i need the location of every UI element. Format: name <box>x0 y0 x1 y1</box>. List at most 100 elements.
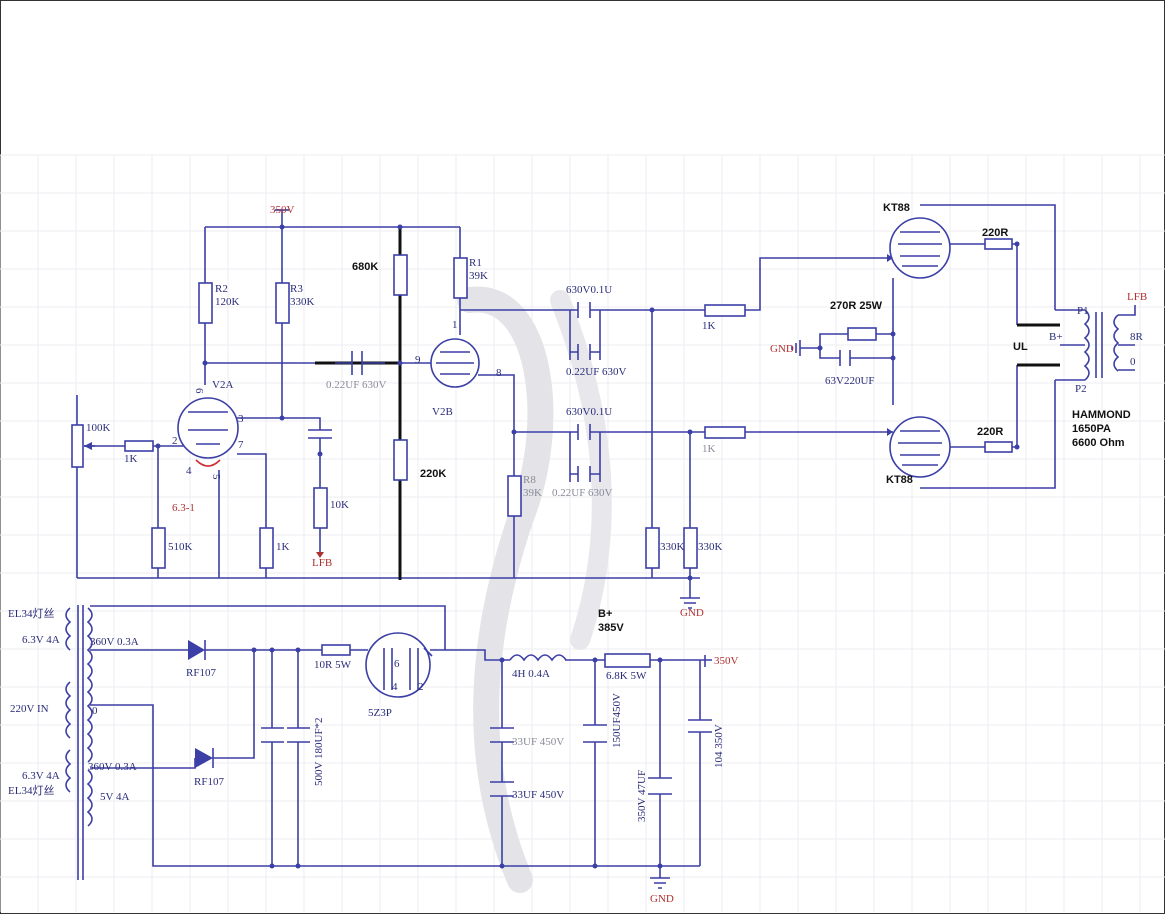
diode-rf107-top <box>188 640 205 660</box>
label-r1: R1 <box>469 257 482 269</box>
label-220r-bottom: 220R <box>977 426 1003 438</box>
label-pt-63v-2: 6.3V 4A <box>22 770 60 782</box>
resistor-220r-bottom <box>984 441 1013 453</box>
label-pin6: 6 <box>193 388 205 394</box>
label-p2: P2 <box>1075 383 1087 395</box>
resistor-grid-1k-bottom <box>704 426 746 439</box>
capacitor-630v-01u-bottom <box>570 424 600 440</box>
label-pin7: 7 <box>238 439 244 451</box>
resistor-r3 <box>275 282 290 324</box>
label-10r: 10R 5W <box>314 659 352 671</box>
label-grid-1k-top: 1K <box>702 320 716 332</box>
resistor-10r <box>321 644 351 656</box>
label-6-8k: 6.8K 5W <box>606 670 647 682</box>
label-330k-a: 330K <box>660 541 685 553</box>
label-pt-el34-1: EL34灯丝 <box>8 607 54 620</box>
label-33uf-a: 33UF 450V <box>512 736 564 748</box>
capacitor-bias <box>839 350 860 366</box>
label-r2: R2 <box>215 283 228 295</box>
label-0-ohm: 0 <box>1130 356 1136 368</box>
label-pot-100k: 100K <box>86 422 111 434</box>
label-pt-360v-2: 360V 0.3A <box>88 761 137 773</box>
capacitor-33uf-a <box>490 727 514 743</box>
label-385v: 385V <box>598 622 624 634</box>
capacitor-33uf-b <box>490 781 514 797</box>
junctions <box>155 209 1020 609</box>
label-kt88-top: KT88 <box>883 202 910 214</box>
label-rect-pin6: 6 <box>394 658 400 670</box>
label-hammond-model: 1650PA <box>1072 423 1111 435</box>
label-hammond: HAMMOND <box>1072 409 1131 421</box>
label-r1-value: 39K <box>469 270 488 282</box>
capacitor-022uf-bottom <box>570 466 600 482</box>
capacitor-180uf-a <box>261 727 284 743</box>
label-v2a: V2A <box>212 379 233 391</box>
resistor-680k <box>393 254 408 296</box>
rectifier-5z3p <box>365 632 431 698</box>
label-8r: 8R <box>1130 331 1144 343</box>
label-pt-5v: 5V 4A <box>100 791 129 803</box>
labels: 350V R2 120K R3 330K 680K R1 39K V2A 6 3… <box>8 202 1147 905</box>
label-pin2: 2 <box>172 435 178 447</box>
label-coupling-cap: 0.22UF 630V <box>326 379 387 391</box>
label-150uf: 150UF450V <box>611 693 623 748</box>
label-diode-1: RF107 <box>186 667 216 679</box>
label-grid-1k-bottom: 1K <box>702 443 716 455</box>
label-47uf: 350V 47UF <box>636 770 648 822</box>
label-r8: R8 <box>523 474 536 486</box>
label-kt88-bottom: KT88 <box>886 474 913 486</box>
tubes <box>177 217 951 478</box>
label-220k: 220K <box>420 468 446 480</box>
tube-v2a <box>177 397 239 459</box>
label-pt-63v-1: 6.3V 4A <box>22 634 60 646</box>
label-330k-b: 330K <box>698 541 723 553</box>
capacitor-150uf <box>583 724 607 743</box>
choke-4h <box>509 654 567 662</box>
capacitor-022uf-top <box>570 344 600 360</box>
resistor-r8 <box>507 475 522 517</box>
label-680k: 680K <box>352 261 378 273</box>
label-diode-2: RF107 <box>194 776 224 788</box>
potentiometer-100k <box>71 424 84 468</box>
tube-kt88-bottom <box>889 416 951 478</box>
label-gnd-bias: GND <box>770 343 794 355</box>
label-pin5: 5 <box>210 474 222 480</box>
label-cap1-top: 630V0.1U <box>566 284 612 296</box>
label-bplus-ot: B+ <box>1049 331 1063 343</box>
label-ul: UL <box>1013 341 1028 353</box>
label-cap2-top: 630V0.1U <box>566 406 612 418</box>
power-supply <box>65 605 712 889</box>
label-rect-pin2: 2 <box>418 681 424 693</box>
thick-bus <box>315 227 1060 580</box>
tube-kt88-top <box>889 217 951 279</box>
resistor-6-8k <box>604 653 651 668</box>
capacitor-630v-01u-top <box>570 302 600 318</box>
capacitor-47uf <box>648 777 672 795</box>
label-pin4: 4 <box>186 465 192 477</box>
label-220r-top: 220R <box>982 227 1008 239</box>
capacitor-180uf-b <box>287 727 310 743</box>
label-10k: 10K <box>330 499 349 511</box>
diode-rf107-bottom <box>195 748 213 768</box>
label-hammond-impedance: 6600 Ohm <box>1072 437 1125 449</box>
label-pin1: 1 <box>452 319 458 331</box>
resistor-330k-b <box>683 527 698 569</box>
label-gnd-ps: GND <box>650 893 674 905</box>
resistor-10k <box>313 487 328 529</box>
ground-ps <box>650 877 670 889</box>
background-grid <box>0 154 1165 912</box>
label-270r: 270R 25W <box>830 300 883 312</box>
label-p1: P1 <box>1077 305 1089 317</box>
label-1k-cathode: 1K <box>276 541 290 553</box>
label-lfb: LFB <box>312 557 332 569</box>
resistor-grid-1k-top <box>704 304 746 317</box>
watermark <box>457 286 554 893</box>
label-cap2-bottom: 0.22UF 630V <box>552 487 613 499</box>
label-pt-360v-1: 360V 0.3A <box>90 636 139 648</box>
capacitor-coupling <box>335 351 385 375</box>
label-510k: 510K <box>168 541 193 553</box>
label-cap1-bottom: 0.22UF 630V <box>566 366 627 378</box>
label-350v-ps: 350V <box>714 655 739 667</box>
watermark-stroke <box>550 290 612 650</box>
resistor-510k <box>151 527 166 569</box>
